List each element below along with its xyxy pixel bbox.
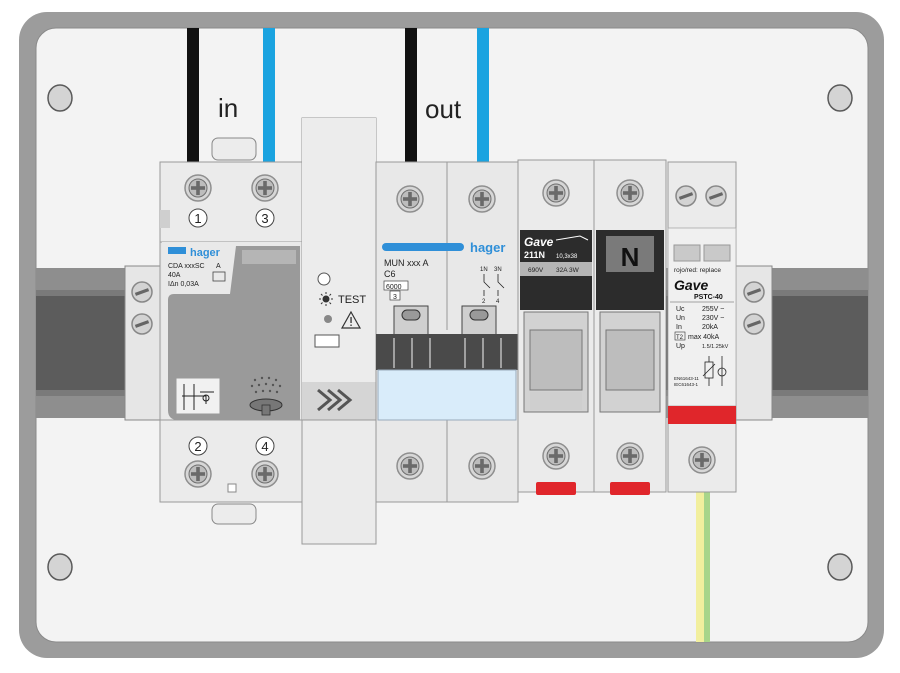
screw-icon xyxy=(616,442,644,470)
screw-icon xyxy=(251,460,279,488)
fuse-red-clip xyxy=(536,482,576,495)
screw-icon xyxy=(131,281,153,303)
fuse-holder: Gave 211N 10,3x38 690V 32A 3W xyxy=(517,159,595,495)
mcb-energy-class: 3 xyxy=(393,294,397,301)
in-phase-wire xyxy=(187,28,199,163)
svg-text:230V ~: 230V ~ xyxy=(702,315,724,322)
spd-indicator-window-2 xyxy=(703,244,731,262)
svg-text:2: 2 xyxy=(482,299,486,305)
rcd-terminal-4: 4 xyxy=(261,439,268,454)
test-label: TEST xyxy=(338,294,366,306)
svg-text:Un: Un xyxy=(676,315,685,322)
screw-icon xyxy=(396,185,424,213)
screw-icon xyxy=(705,185,727,207)
mcb-brand: hager xyxy=(470,240,505,255)
rcd-class-mark: A xyxy=(216,263,221,270)
screw-icon xyxy=(542,442,570,470)
in-neutral-wire xyxy=(263,28,275,163)
svg-text:4: 4 xyxy=(496,299,500,305)
mcb-curve: C6 xyxy=(384,269,396,279)
screw-icon xyxy=(184,460,212,488)
screw-icon xyxy=(743,281,765,303)
mcb-model: MUN xxx A xyxy=(384,258,429,268)
test-button[interactable] xyxy=(314,334,340,348)
screw-icon xyxy=(675,185,697,207)
rcd-brand: hager xyxy=(190,247,221,259)
rail-clamp-right xyxy=(735,265,773,421)
rcd-terminal-2: 2 xyxy=(194,439,201,454)
screw-icon xyxy=(131,313,153,335)
svg-text:20kA: 20kA xyxy=(702,324,718,331)
screw-icon xyxy=(542,179,570,207)
rcd-residual-current-device: 1 3 hager CDA xxxSC 40A IΔn 0,03A A xyxy=(159,137,307,525)
rcd-sensitivity: IΔn 0,03A xyxy=(168,281,199,288)
neutral-red-clip xyxy=(610,482,650,495)
fuse-voltage: 690V xyxy=(528,267,544,274)
svg-text:255V ~: 255V ~ xyxy=(702,306,724,313)
screw-icon xyxy=(468,452,496,480)
varistor-symbol-icon xyxy=(702,356,727,386)
screw-icon xyxy=(184,174,212,202)
rcd-model: CDA xxxSC xyxy=(168,263,205,270)
screw-icon xyxy=(688,446,716,474)
svg-text:1N: 1N xyxy=(480,267,488,273)
out-label: out xyxy=(425,94,462,124)
surge-protector: rojo/red: replace Gave PSTC-40 Uc 255V ~… xyxy=(667,161,737,493)
svg-text:T2: T2 xyxy=(676,335,684,341)
mcb-circuit-breaker: hager MUN xxx A C6 6000 3 1N 3N 2 4 xyxy=(375,161,519,503)
mcb-schematic-icon: 1N 3N 2 4 xyxy=(480,267,505,305)
out-phase-wire xyxy=(405,28,417,163)
mounting-hole-icon xyxy=(827,84,853,112)
spd-red-band xyxy=(668,406,736,424)
rcd-toggle-body[interactable] xyxy=(168,246,300,420)
mounting-hole-icon xyxy=(47,84,73,112)
screw-icon xyxy=(251,174,279,202)
test-led xyxy=(324,315,332,323)
svg-text:1.5/1.25kV: 1.5/1.25kV xyxy=(702,344,729,350)
rcd-schematic-icon xyxy=(175,377,221,415)
svg-text:3N: 3N xyxy=(494,267,502,273)
warning-icon xyxy=(340,310,362,329)
rcd-terminal-1: 1 xyxy=(194,211,201,226)
test-indicator-ring xyxy=(317,272,331,286)
spd-indicator-window-1 xyxy=(673,244,701,262)
rail-clamp-left xyxy=(124,265,162,421)
screw-icon xyxy=(396,452,424,480)
spd-indicator-text: rojo/red: replace xyxy=(674,267,721,274)
fuse-size: 10,3x38 xyxy=(556,254,578,260)
spd-brand: Gave xyxy=(674,277,708,293)
neutral-disconnector: N xyxy=(593,159,667,495)
svg-text:Up: Up xyxy=(676,343,685,350)
fuse-model: 211N xyxy=(524,250,545,260)
mounting-hole-icon xyxy=(827,553,853,581)
rcd-rating: 40A xyxy=(168,272,181,279)
mounting-hole-icon xyxy=(47,553,73,581)
out-neutral-wire xyxy=(477,28,489,163)
fuse-brand: Gave xyxy=(524,235,554,249)
svg-text:In: In xyxy=(676,324,682,331)
sun-icon xyxy=(319,292,333,306)
svg-text:Uc: Uc xyxy=(676,306,685,313)
fuse-rating: 32A 3W xyxy=(556,267,580,274)
screw-icon xyxy=(616,179,644,207)
spd-model: PSTC-40 xyxy=(694,294,723,301)
rcd-vent-dots xyxy=(250,376,282,394)
spd-standard-1: EN61643-11 xyxy=(674,376,699,381)
rcd-terminal-3: 3 xyxy=(261,211,268,226)
screw-icon xyxy=(743,313,765,335)
in-label: in xyxy=(218,93,238,123)
mcb-breaking-capacity: 6000 xyxy=(386,284,402,291)
neutral-label: N xyxy=(621,242,640,272)
screw-icon xyxy=(468,185,496,213)
svg-text:max 40kA: max 40kA xyxy=(688,334,719,341)
mcb-label-window xyxy=(377,369,517,421)
test-module: TEST xyxy=(301,117,377,545)
spd-standard-2: IEC61643-1 xyxy=(674,382,699,387)
